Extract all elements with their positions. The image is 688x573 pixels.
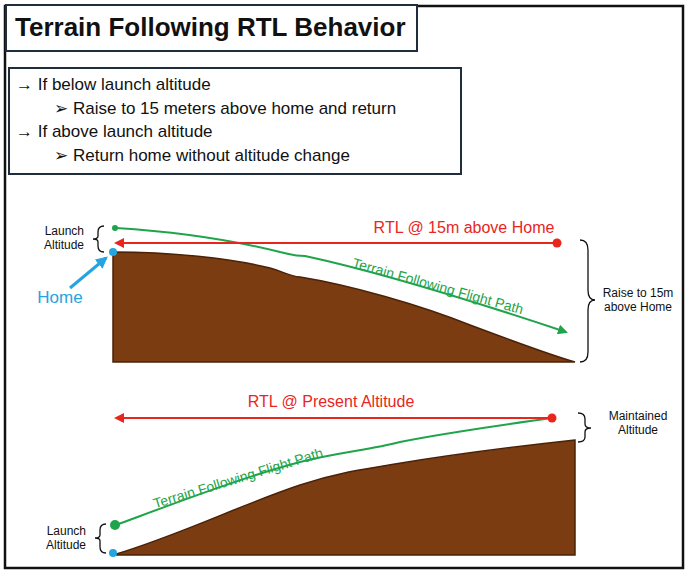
summary-box: → If below launch altitude➢ Raise to 15 … [8,67,462,175]
rtl-dot [553,239,562,248]
home-dot [109,549,117,557]
rtl-dot [548,414,557,423]
title: Terrain Following RTL Behavior [15,12,406,43]
sub-bullet: ➢ Return home without altitude change [10,144,448,168]
launch-altitude-label: Launch Altitude [32,225,84,253]
bullet: → If above launch altitude [10,120,448,144]
bracket [93,226,104,252]
rtl-label: RTL @ 15m above Home [374,219,555,237]
bracket [580,240,595,362]
bracket [578,413,591,442]
bracket [95,524,106,553]
launch-altitude-label: Launch Altitude [34,525,86,553]
terrain-ascending [113,440,575,555]
rtl-line [116,417,552,419]
sub-bullet: ➢ Raise to 15 meters above home and retu… [10,97,448,121]
rtl-label: RTL @ Present Altitude [248,393,415,411]
raise-label: Raise to 15m above Home [594,287,682,315]
flight-path [116,228,566,332]
home-pointer [70,258,106,288]
rtl-line [116,242,557,244]
home-label: Home [37,288,82,308]
bullet: → If below launch altitude [10,73,448,97]
terrain-descending [113,252,575,362]
flight-path [116,418,552,525]
launch-dot [112,225,118,231]
home-dot [109,248,117,256]
title-box: Terrain Following RTL Behavior [5,4,418,52]
frame [5,6,683,568]
launch-dot [110,520,120,530]
maintained-label: Maintained Altitude [596,410,680,438]
